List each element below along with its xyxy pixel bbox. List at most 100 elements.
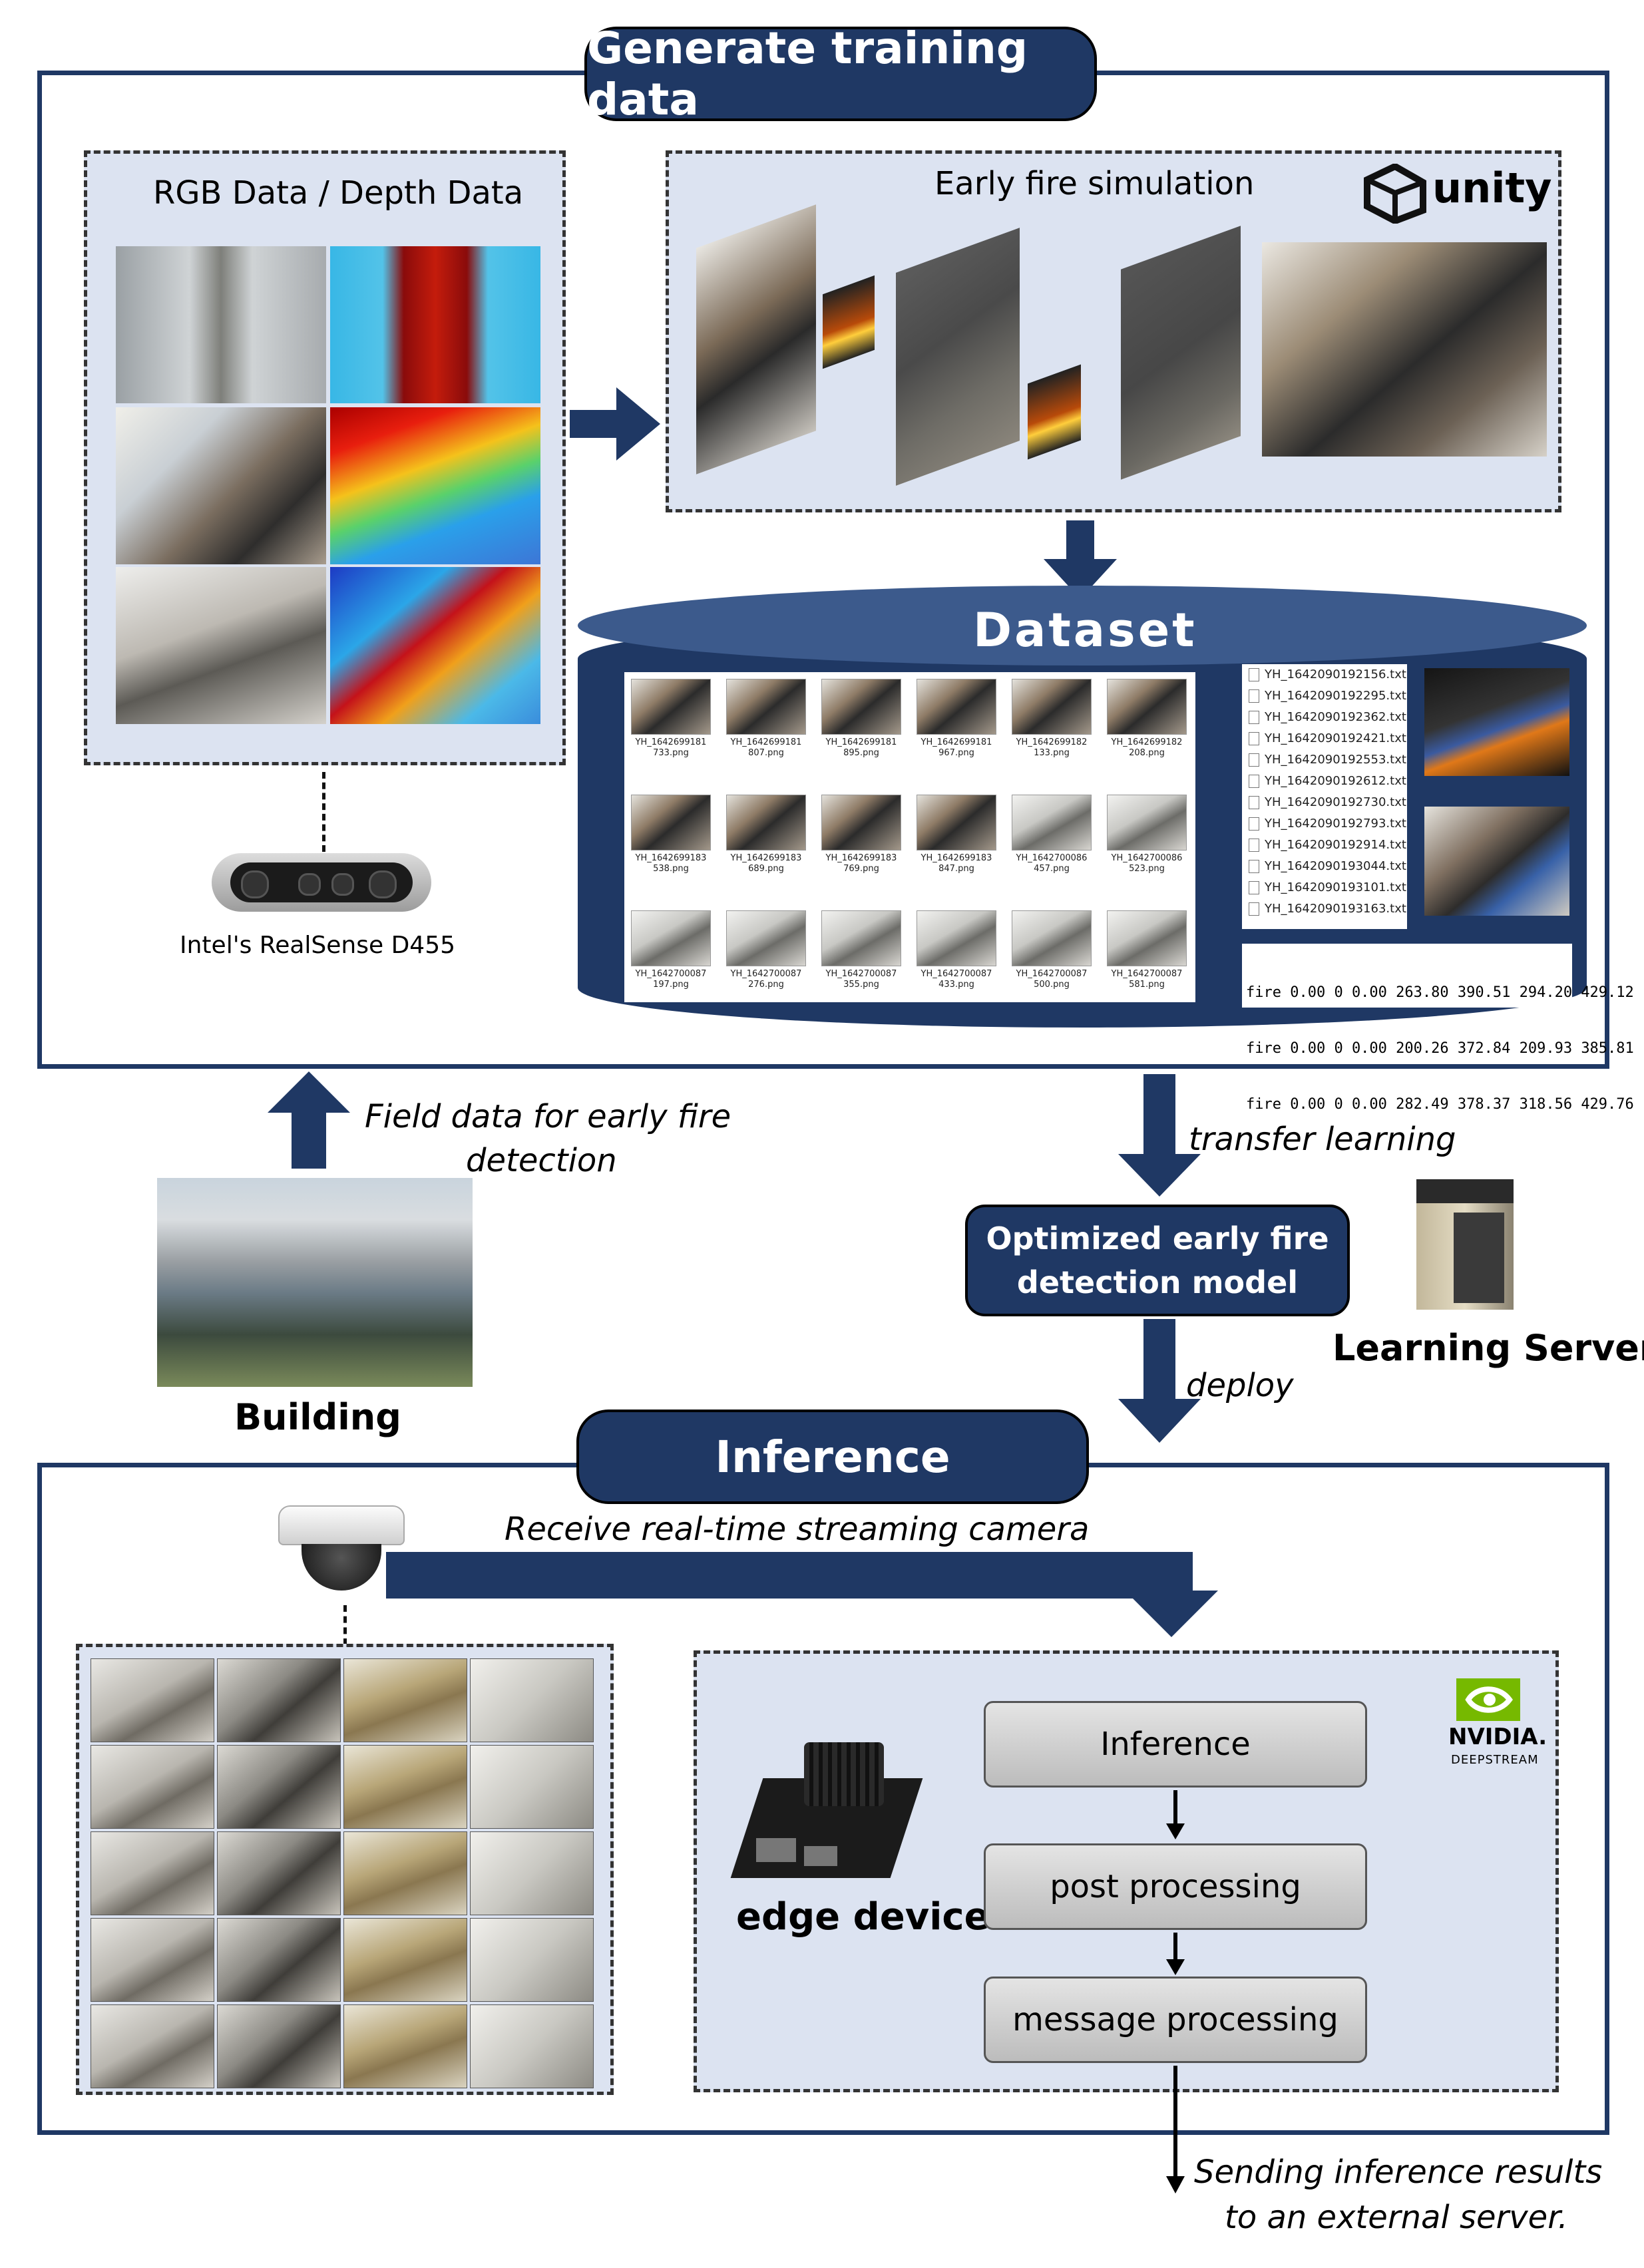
rgb-image-corridor — [116, 246, 326, 403]
dataset-image-file: YH_1642699181 895.png — [821, 679, 901, 759]
dataset-image-thumbnail — [1107, 910, 1187, 966]
dataset-image-file: YH_1642700086 523.png — [1107, 795, 1187, 874]
camera-feed-tile — [470, 1658, 594, 1742]
dataset-image-file: YH_1642700087 276.png — [726, 910, 806, 990]
deploy-label: deploy — [1186, 1367, 1294, 1404]
dataset-image-filename: YH_1642699181 733.png — [635, 737, 707, 758]
dataset-image-thumbnail — [821, 795, 901, 850]
dataset-image-file: YH_1642699183 689.png — [726, 795, 806, 874]
camera-feed-tile — [470, 1918, 594, 2002]
model-label-2: detection model — [1016, 1264, 1299, 1300]
field-data-label-1: Field data for early fire — [365, 1098, 731, 1135]
dataset-cylinder-top — [578, 586, 1587, 665]
label-file-item: YH_1642090192362.txt — [1242, 707, 1407, 728]
dataset-image-thumbnail — [1012, 679, 1092, 735]
label-file-name: YH_1642090193044.txt — [1265, 859, 1406, 873]
optimized-model-box: Optimized early fire detection model — [965, 1205, 1350, 1316]
dataset-image-thumbnail — [917, 679, 996, 735]
label-file-item: YH_1642090192793.txt — [1242, 813, 1407, 835]
arrow-step-1-2 — [1166, 1790, 1185, 1839]
camera-feed-tile — [470, 1745, 594, 1829]
arrow-step-2-3 — [1166, 1933, 1185, 1975]
dataset-image-filename: YH_1642699183 769.png — [825, 853, 897, 874]
output-label-2: to an external server. — [1225, 2199, 1568, 2236]
dome-camera-icon — [278, 1505, 405, 1599]
label-file-name: YH_1642090192553.txt — [1265, 753, 1406, 767]
dataset-image-thumbnail — [821, 679, 901, 735]
dataset-image-file: YH_1642700086 457.png — [1012, 795, 1092, 874]
label-file-item: YH_1642090192730.txt — [1242, 792, 1407, 813]
dataset-image-thumbnail — [726, 795, 806, 850]
nvidia-logo-text: NVIDIA. — [1448, 1724, 1547, 1750]
text-file-icon — [1249, 732, 1259, 745]
model-label-1: Optimized early fire — [986, 1221, 1329, 1256]
dataset-image-filename: YH_1642699182 208.png — [1111, 737, 1183, 758]
learning-server-icon — [1416, 1179, 1514, 1310]
dataset-image-thumbnail — [1012, 910, 1092, 966]
label-file-name: YH_1642090192793.txt — [1265, 817, 1406, 831]
dataset-image-file: YH_1642699182 133.png — [1012, 679, 1092, 759]
dataset-image-thumbnail — [726, 679, 806, 735]
label-file-name: YH_1642090192914.txt — [1265, 838, 1406, 852]
step-post-processing: post processing — [984, 1843, 1367, 1930]
camera-to-grid-connector — [343, 1605, 347, 1645]
dataset-image-filename: YH_1642699181 967.png — [921, 737, 992, 758]
dataset-image-file: YH_1642700087 581.png — [1107, 910, 1187, 990]
depth-image-office — [330, 407, 540, 564]
label-file-name: YH_1642090193101.txt — [1265, 880, 1406, 894]
dataset-image-filename: YH_1642699181 807.png — [730, 737, 802, 758]
sim-scene-original — [696, 204, 816, 474]
dataset-image-thumbnail — [821, 910, 901, 966]
dataset-image-file: YH_1642700087 500.png — [1012, 910, 1092, 990]
dataset-image-filename: YH_1642699183 847.png — [921, 853, 992, 874]
field-data-label-2: detection — [466, 1142, 617, 1179]
realsense-label: Intel's RealSense D455 — [180, 932, 455, 959]
label-file-name: YH_1642090192421.txt — [1265, 731, 1406, 745]
camera-feed-tile — [343, 2004, 467, 2088]
depth-image-stairs — [330, 567, 540, 724]
camera-feed-tile — [217, 1745, 341, 1829]
output-label-1: Sending inference results — [1194, 2154, 1603, 2191]
building-photo — [157, 1178, 473, 1387]
edge-device-label: edge device — [736, 1895, 990, 1939]
text-file-icon — [1249, 839, 1259, 852]
text-file-icon — [1249, 711, 1259, 724]
rgb-image-stairs — [116, 567, 326, 724]
dataset-image-file: YH_1642700087 197.png — [631, 910, 711, 990]
label-line-2: fire 0.00 0 0.00 200.26 372.84 209.93 38… — [1246, 1040, 1634, 1057]
label-file-item: YH_1642090193044.txt — [1242, 856, 1407, 877]
text-file-icon — [1249, 796, 1259, 809]
dataset-image-thumbnail — [917, 910, 996, 966]
dataset-image-file: YH_1642699183 538.png — [631, 795, 711, 874]
dataset-image-thumbnail — [1107, 795, 1187, 850]
nvidia-logo-icon — [1456, 1678, 1520, 1721]
depth-image-corridor — [330, 246, 540, 403]
unity-logo-text: unity — [1432, 164, 1552, 212]
label-file-name: YH_1642090192295.txt — [1265, 689, 1406, 703]
arrow-transfer-learning — [1118, 1074, 1201, 1197]
camera-feed-tile — [217, 1918, 341, 2002]
camera-feed-tile — [470, 2004, 594, 2088]
transfer-learning-label: transfer learning — [1189, 1121, 1456, 1158]
dataset-image-filename: YH_1642700087 433.png — [921, 969, 992, 990]
camera-feed-tile — [91, 2004, 214, 2088]
label-file-item: YH_1642090193163.txt — [1242, 898, 1407, 920]
dataset-image-filename: YH_1642700087 197.png — [635, 969, 707, 990]
camera-feed-tile — [91, 1831, 214, 1915]
rgb-depth-label: RGB Data / Depth Data — [153, 174, 524, 212]
camera-feed-tile — [91, 1745, 214, 1829]
label-file-name: YH_1642090192730.txt — [1265, 795, 1406, 809]
step-message-processing: message processing — [984, 1977, 1367, 2063]
label-line-1: fire 0.00 0 0.00 263.80 390.51 294.20 42… — [1246, 984, 1634, 1001]
dataset-image-filename: YH_1642700086 523.png — [1111, 853, 1183, 874]
dataset-image-thumbnail — [1012, 795, 1092, 850]
dataset-image-thumbnail — [631, 910, 711, 966]
dataset-sample-office — [1424, 807, 1569, 916]
text-file-icon — [1249, 668, 1259, 681]
dataset-image-thumbnail — [631, 679, 711, 735]
label-file-item: YH_1642090193101.txt — [1242, 877, 1407, 898]
dataset-image-filename: YH_1642699183 689.png — [730, 853, 802, 874]
camera-feed-tile — [217, 2004, 341, 2088]
unity-logo-icon — [1364, 164, 1426, 224]
camera-feed-tile — [343, 1745, 467, 1829]
